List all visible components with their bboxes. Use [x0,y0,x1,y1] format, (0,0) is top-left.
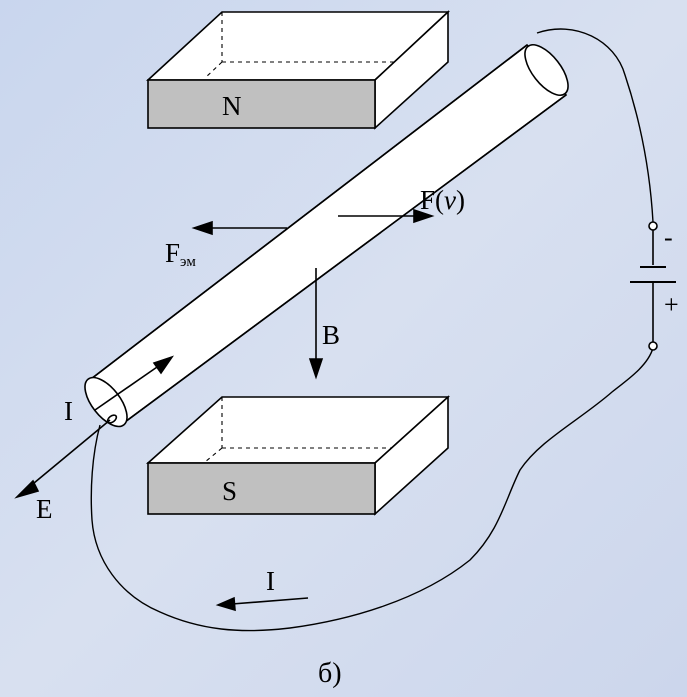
south-magnet [145,395,451,516]
force-em-arrowhead [191,220,213,236]
force-velocity-arrowhead [413,208,435,224]
emf-arrowhead [14,479,40,499]
force-velocity-label: F(v) [420,185,465,215]
emf-label: E [36,494,53,524]
battery-minus-label: - [664,223,673,252]
current-rod-label: I [64,396,73,426]
battery-plus-label: + [664,290,679,319]
figure-caption: б) [318,658,342,689]
south-label: S [222,476,237,506]
north-magnet [145,10,451,130]
field-arrowhead [308,358,324,380]
external-wire [90,28,654,632]
north-label: N [222,91,242,121]
force-em-label: Fэм [165,238,196,270]
field-label: B [322,320,340,350]
arrows [14,208,435,612]
conductor-rod [84,43,569,428]
current-wire-label: I [266,566,275,596]
current-rod-arrowhead [152,355,175,375]
current-wire-arrowhead [215,596,236,612]
battery [630,221,676,351]
